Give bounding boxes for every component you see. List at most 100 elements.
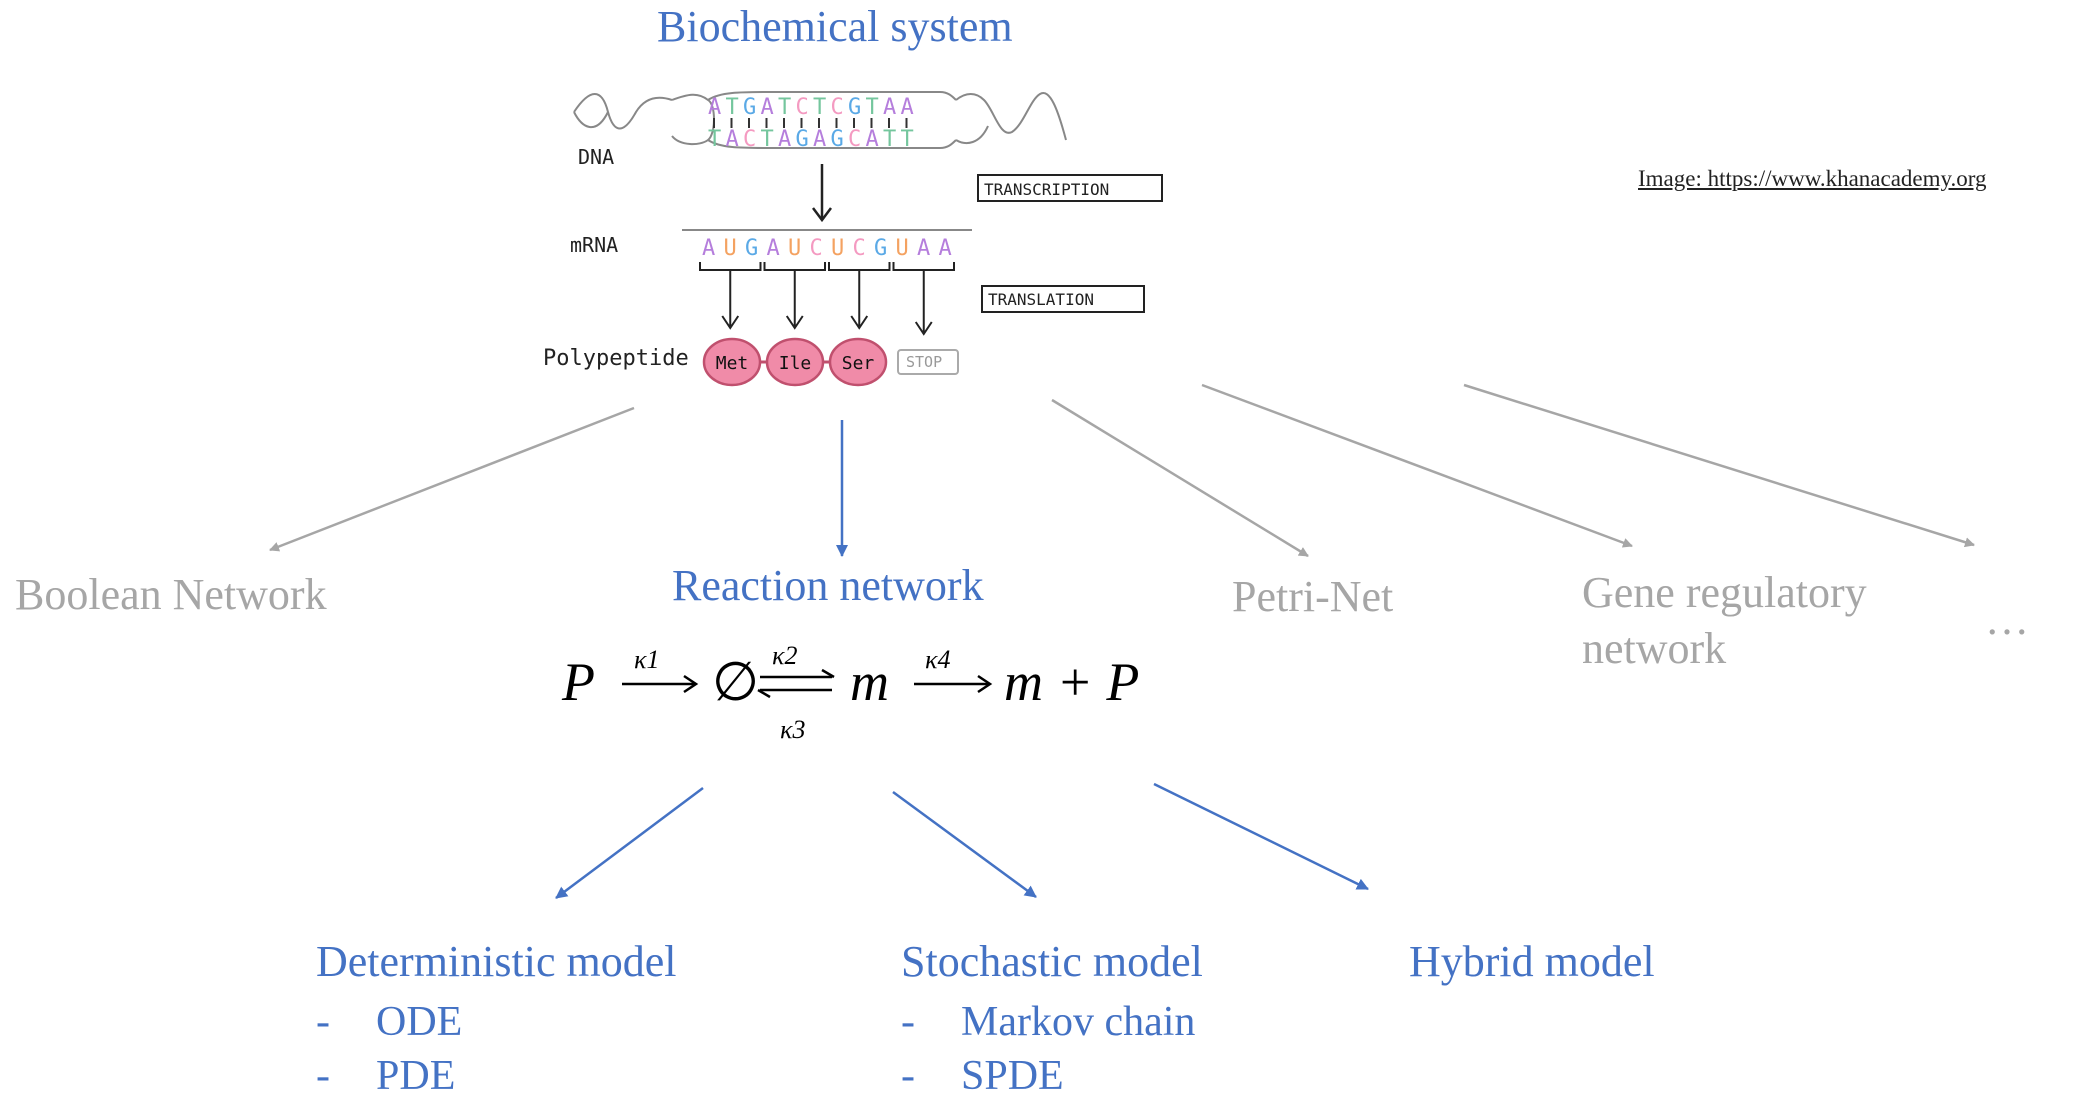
mrna-base: A [917,236,930,261]
amino-acid-bead [702,337,762,387]
translation-arrow [914,270,933,336]
codon-bracket [763,262,826,271]
dna-bottom-base: G [831,127,844,152]
dna-top-base: G [743,95,756,120]
translation-arrow [850,270,869,330]
polypeptide-label: Polypeptide [543,346,689,371]
mrna-base: C [810,236,823,261]
dna-top-base: T [726,95,739,120]
mrna-base: G [874,236,887,261]
petri-net-label: Petri-Net [1232,572,1394,621]
mrna-base: U [788,236,801,261]
arrow-to-boolean-network [269,406,635,552]
mrna-base: A [702,236,715,261]
deterministic-model-title: Deterministic model [316,937,677,986]
translation-label: TRANSLATION [988,290,1094,309]
amino-acid-label: Met [716,353,749,374]
translation-arrow [721,270,740,330]
stop-codon-box [897,349,959,375]
dna-top-base: A [883,95,896,120]
dna-bottom-base: C [743,127,756,152]
codon-bracket [892,262,955,271]
dna-label: DNA [578,145,614,169]
mrna-base: A [939,236,952,261]
translation-box [981,285,1145,313]
dna-top-base: G [848,95,861,120]
mrna-base: U [896,236,909,261]
dna-bottom-base: T [901,127,914,152]
dna-top-base: C [796,95,809,120]
dna-top-base: C [831,95,844,120]
boolean-network-label: Boolean Network [15,570,327,619]
rate-k1: κ1 [634,645,659,674]
deterministic-item-pde: -PDE [316,1053,456,1099]
dna-bottom-base: A [778,127,791,152]
dna-top-base: T [778,95,791,120]
arrow-to-stochastic [892,790,1037,899]
dna-bottom-base: T [883,127,896,152]
reversible-arrow [757,668,835,699]
dna-bottom-base: A [726,127,739,152]
codon-bracket [699,262,762,271]
dna-top-base: T [866,95,879,120]
stop-label: STOP [906,353,942,371]
deterministic-item-ode: -ODE [316,999,463,1045]
dna-top-base: T [813,95,826,120]
dna-bottom-base: T [761,127,774,152]
empty-set: ∅ [712,652,759,712]
rate-k3: κ3 [780,715,805,744]
forward-arrow-k1 [622,674,699,694]
product-m-plus-p: m + P [1004,652,1139,712]
arrow-to-hybrid [1153,782,1369,891]
species-p: P [561,652,595,712]
dna-top-base: A [708,95,721,120]
amino-acid-bead [828,337,888,387]
mrna-base: U [724,236,737,261]
transcription-box [977,174,1163,202]
mrna-base: G [745,236,758,261]
arrow-to-ellipsis [1463,383,1975,548]
mrna-label: mRNA [570,233,618,257]
amino-acid-label: Ser [842,353,875,374]
arrow-to-gene-regulatory [1201,383,1633,548]
hybrid-model-title: Hybrid model [1409,937,1655,986]
rate-k2: κ2 [772,641,797,670]
ellipsis-label: … [1985,595,2029,644]
dna-base-pair-rungs [713,118,908,128]
amino-acid-chain: Met Ile Ser [702,337,888,387]
dna-bottom-base: A [866,127,879,152]
dna-top-base: A [761,95,774,120]
mrna-base: U [831,236,844,261]
image-credit-link[interactable]: Image: https://www.khanacademy.org [1638,166,1987,191]
transcription-arrow [812,164,832,223]
stochastic-model-title: Stochastic model [901,937,1203,986]
dna-helix-outline [573,91,1067,149]
dna-bottom-base: C [848,127,861,152]
codon-bracket [828,262,891,271]
mrna-base: C [853,236,866,261]
translation-arrow [785,270,804,330]
gene-regulatory-label-line2: network [1582,624,1727,673]
stochastic-item-spde: -SPDE [901,1053,1064,1099]
gene-regulatory-label-line1: Gene regulatory [1582,568,1867,617]
amino-acid-label: Ile [779,353,812,374]
dna-bottom-base: T [708,127,721,152]
reaction-network-label: Reaction network [672,561,984,610]
species-m: m [850,652,889,712]
diagram-title: Biochemical system [657,2,1013,51]
transcription-label: TRANSCRIPTION [984,180,1109,199]
arrow-to-deterministic [555,786,704,900]
arrow-to-petri-net [1051,398,1309,558]
dna-bottom-base: A [813,127,826,152]
amino-acid-bead [765,337,825,387]
stochastic-item-markov: -Markov chain [901,999,1196,1045]
mrna-base: A [767,236,780,261]
forward-arrow-k4 [914,674,993,694]
dna-top-base: A [901,95,914,120]
